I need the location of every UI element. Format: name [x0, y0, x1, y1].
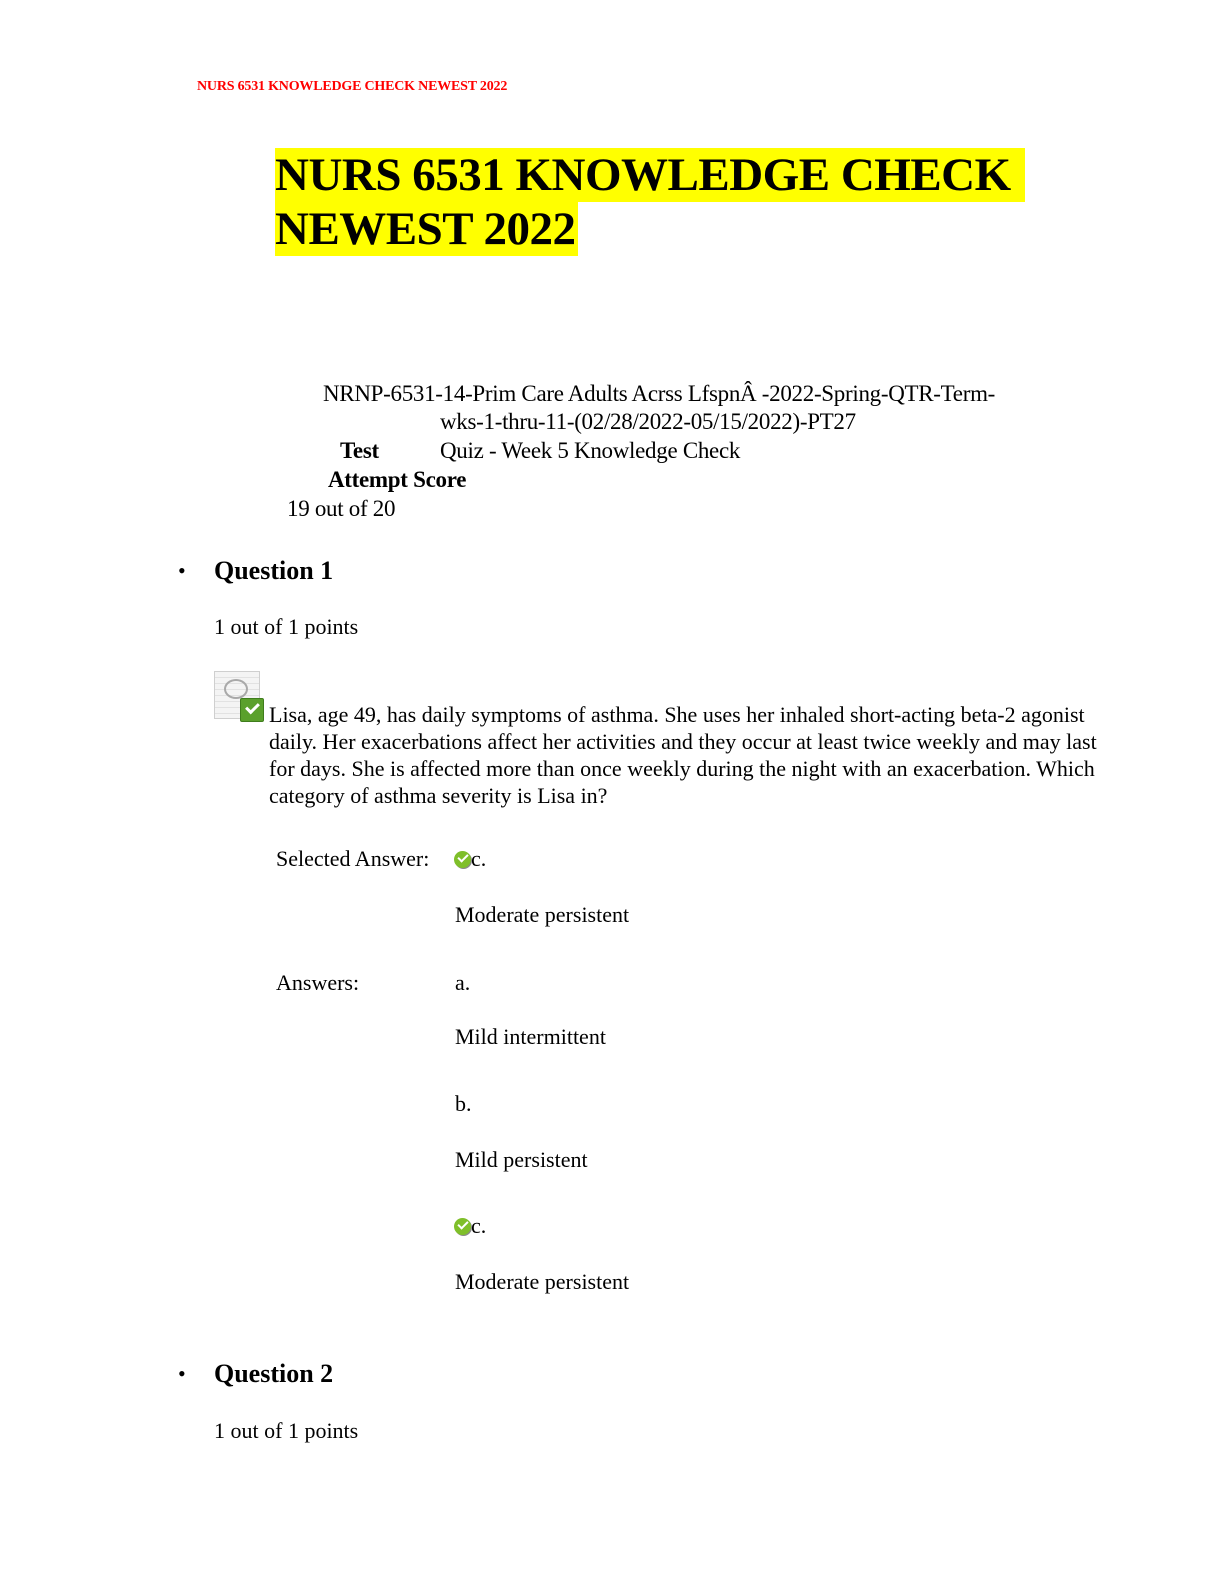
- green-check-badge-icon: [240, 698, 264, 722]
- question-2-points: 1 out of 1 points: [214, 1418, 359, 1443]
- attempt-score-value: 19 out of 20: [287, 496, 396, 521]
- answer-c-letter-text: c.: [471, 1213, 487, 1238]
- course-name-line-2: wks-1-thru-11-(02/28/2022-05/15/2022)-PT…: [440, 409, 856, 434]
- bullet-icon: •: [178, 1361, 186, 1386]
- selected-answer-text: Moderate persistent: [455, 902, 630, 927]
- correct-check-icon: [454, 851, 471, 868]
- attempt-score-label: Attempt Score: [328, 467, 467, 492]
- answer-b-letter: b.: [455, 1091, 472, 1116]
- running-header: NURS 6531 KNOWLEDGE CHECK NEWEST 2022: [197, 79, 508, 94]
- question-1-text: Lisa, age 49, has daily symptoms of asth…: [269, 702, 1097, 808]
- question-1-points: 1 out of 1 points: [214, 614, 359, 639]
- bullet-icon: •: [178, 558, 186, 583]
- test-label: Test: [340, 438, 379, 463]
- document-title: NURS 6531 KNOWLEDGE CHECK NEWEST 2022: [275, 148, 1025, 256]
- course-name-line-1: NRNP-6531-14-Prim Care Adults Acrss Lfsp…: [323, 381, 996, 406]
- question-2-title: Question 2: [214, 1359, 334, 1388]
- selected-answer-label: Selected Answer:: [276, 846, 430, 871]
- answers-label: Answers:: [276, 970, 360, 995]
- selected-letter: c.: [471, 846, 487, 871]
- answer-a-letter: a.: [455, 970, 471, 995]
- test-value: Quiz - Week 5 Knowledge Check: [440, 438, 741, 463]
- answer-b-text: Mild persistent: [455, 1147, 588, 1172]
- selected-answer-letter: c.: [454, 846, 486, 872]
- check-circle-icon: [224, 679, 248, 699]
- answer-c-letter: c.: [454, 1213, 486, 1239]
- question-1-title: Question 1: [214, 556, 334, 585]
- correct-check-icon: [454, 1218, 471, 1235]
- correct-question-icon: [214, 671, 264, 722]
- answer-a-text: Mild intermittent: [455, 1024, 606, 1049]
- answer-c-text: Moderate persistent: [455, 1269, 630, 1294]
- title-line-2: NEWEST 2022: [275, 202, 578, 256]
- title-line-1: NURS 6531 KNOWLEDGE CHECK: [275, 148, 1025, 202]
